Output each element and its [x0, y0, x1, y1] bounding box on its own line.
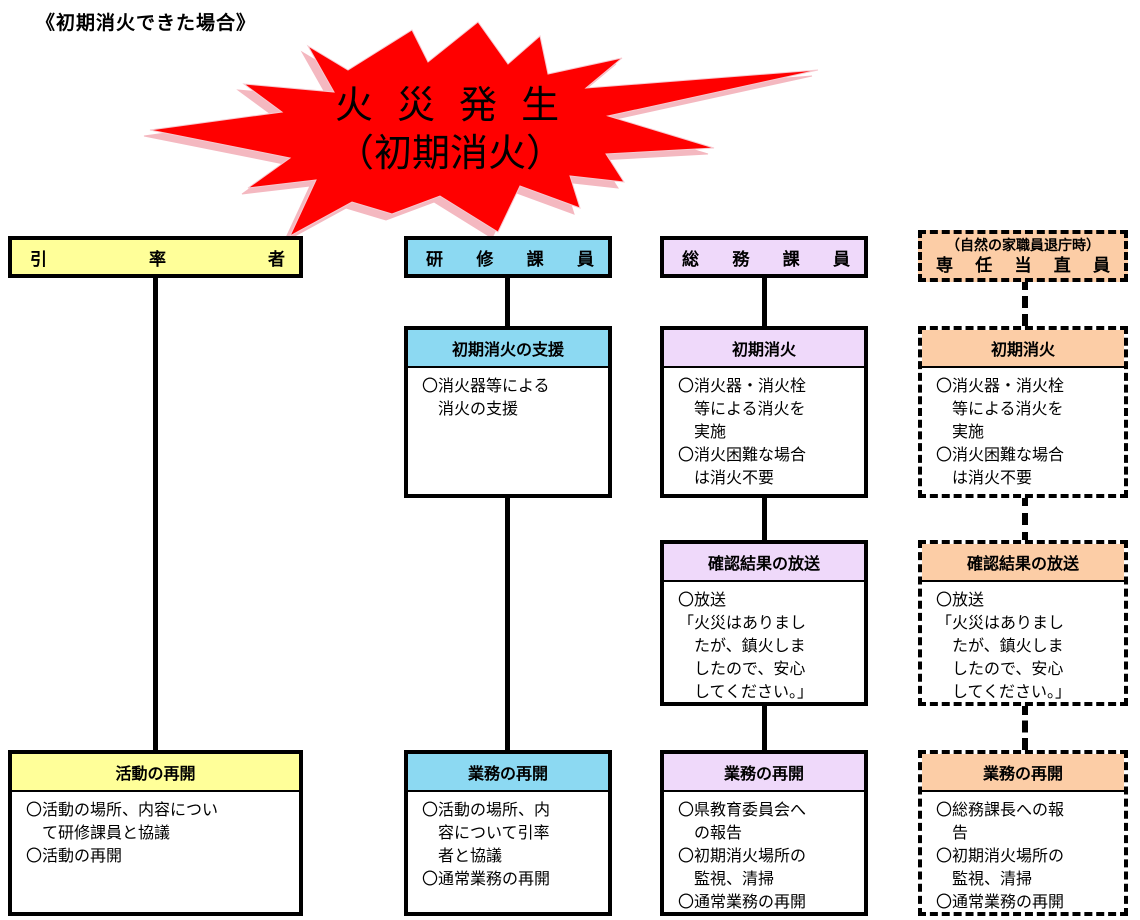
training-connector-2	[505, 494, 510, 750]
page-heading: 《初期消火できた場合》	[36, 12, 257, 34]
header-general-char: 務	[732, 249, 750, 270]
header-duty-char: 専	[936, 256, 953, 276]
duty-connector-3	[1022, 703, 1028, 750]
header-general-char: 員	[832, 249, 850, 270]
box-body: 〇放送 「火災はありまし たが、鎮火しま したので、安心 してください。」	[678, 590, 814, 701]
header-duty-char: 当	[1014, 256, 1032, 276]
header-training-char: 修	[476, 249, 494, 270]
box-title: 初期消火	[922, 330, 1124, 368]
general-initial-fire-box: 初期消火 〇消火器・消火栓 等による消火を 実施 〇消火困難な場合 は消火不要	[660, 326, 868, 498]
box-body: 〇消火器等による 消火の支援	[422, 376, 550, 418]
duty-connector-1	[1022, 278, 1028, 326]
general-connector-3	[762, 703, 767, 750]
general-broadcast-box: 確認結果の放送 〇放送 「火災はありまし たが、鎮火しま したので、安心 してく…	[660, 540, 868, 706]
general-resume-box: 業務の再開 〇県教育委員会へ の報告 〇初期消火場所の 監視、清掃 〇通常業務の…	[660, 750, 868, 916]
header-duty-char: 直	[1053, 256, 1071, 276]
training-connector-1	[505, 276, 510, 326]
box-title: 活動の再開	[12, 754, 299, 792]
training-initial-support-box: 初期消火の支援 〇消火器等による 消火の支援	[404, 326, 612, 498]
leader-resume-box: 活動の再開 〇活動の場所、内容につい て研修課員と協議 〇活動の再開	[8, 750, 303, 916]
box-title: 業務の再開	[922, 754, 1124, 792]
header-training-char: 員	[576, 249, 594, 270]
header-training-char: 研	[426, 249, 443, 270]
duty-resume-box: 業務の再開 〇総務課長への報 告 〇初期消火場所の 監視、清掃 〇通常業務の再開	[918, 750, 1128, 916]
header-training: 研 修 課 員	[404, 236, 612, 278]
box-body: 〇総務課長への報 告 〇初期消火場所の 監視、清掃 〇通常業務の再開	[936, 800, 1065, 911]
box-title: 確認結果の放送	[664, 544, 864, 582]
box-body: 〇県教育委員会へ の報告 〇初期消火場所の 監視、清掃 〇通常業務の再開	[678, 800, 807, 911]
header-leader-char: 引	[30, 249, 47, 270]
header-leader: 引 率 者	[8, 236, 303, 278]
box-body: 〇活動の場所、内容につい て研修課員と協議 〇活動の再開	[26, 800, 219, 865]
box-title: 初期消火	[664, 330, 864, 368]
header-duty: （自然の家職員退庁時） 専 任 当 直 員	[918, 230, 1128, 282]
general-connector-1	[762, 276, 767, 326]
box-title: 初期消火の支援	[408, 330, 608, 368]
box-body: 〇放送 「火災はありまし たが、鎮火しま したので、安心 してください。」	[936, 590, 1072, 701]
box-title: 確認結果の放送	[922, 544, 1124, 582]
duty-initial-fire-box: 初期消火 〇消火器・消火栓 等による消火を 実施 〇消火困難な場合 は消火不要	[918, 326, 1128, 498]
box-title: 業務の再開	[664, 754, 864, 792]
header-duty-subtitle: （自然の家職員退庁時）	[946, 238, 1100, 254]
box-body: 〇消火器・消火栓 等による消火を 実施 〇消火困難な場合 は消火不要	[678, 376, 807, 487]
box-body: 〇活動の場所、内 容について引率 者と協議 〇通常業務の再開	[422, 800, 551, 888]
header-leader-char: 率	[149, 249, 166, 270]
header-general-char: 課	[782, 249, 800, 270]
burst-line-2: （初期消火）	[335, 131, 564, 175]
box-title: 業務の再開	[408, 754, 608, 792]
duty-connector-2	[1022, 494, 1028, 544]
header-training-char: 課	[526, 249, 544, 270]
header-general: 総 務 課 員	[660, 236, 868, 278]
training-resume-box: 業務の再開 〇活動の場所、内 容について引率 者と協議 〇通常業務の再開	[404, 750, 612, 916]
duty-broadcast-box: 確認結果の放送 〇放送 「火災はありまし たが、鎮火しま したので、安心 してく…	[918, 540, 1128, 706]
header-general-char: 総	[682, 249, 699, 270]
leader-connector	[153, 272, 158, 750]
header-duty-title: 専 任 当 直 員	[922, 256, 1124, 276]
header-leader-char: 者	[268, 249, 285, 270]
header-duty-char: 員	[1093, 256, 1110, 276]
general-connector-2	[762, 494, 767, 544]
box-body: 〇消火器・消火栓 等による消火を 実施 〇消火困難な場合 は消火不要	[936, 376, 1065, 487]
header-duty-char: 任	[975, 256, 993, 276]
burst-line-1: 火 災 発 生	[334, 83, 566, 127]
